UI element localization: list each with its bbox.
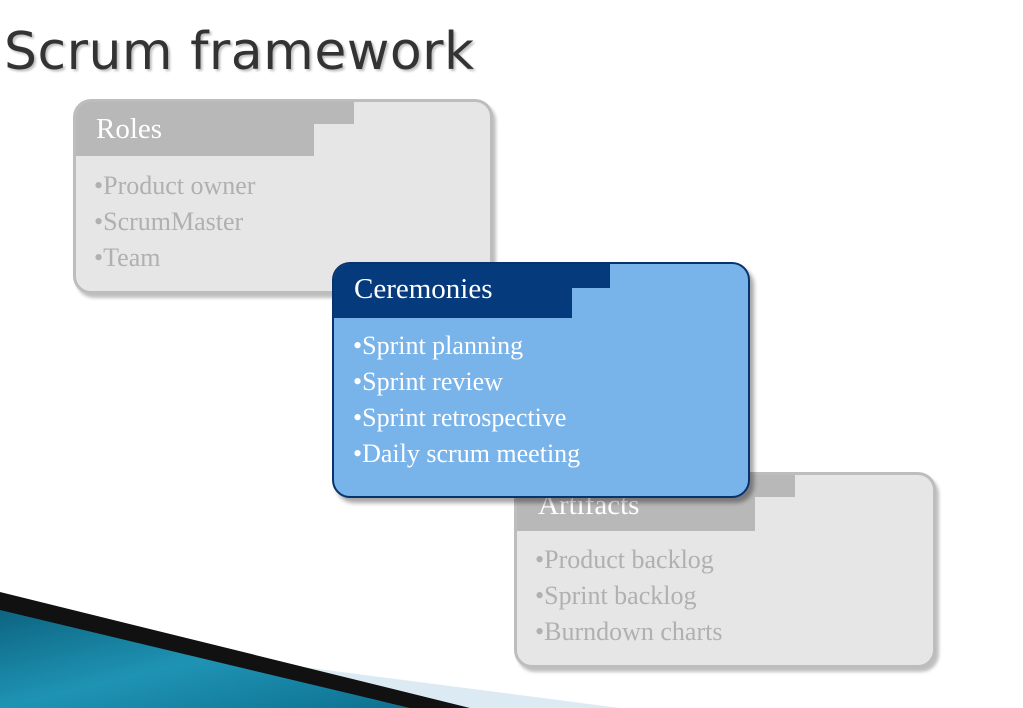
list-item-text: Burndown charts: [544, 617, 723, 646]
list-item-text: Daily scrum meeting: [362, 439, 581, 468]
list-item: •Product backlog: [535, 542, 722, 578]
list-item: •Sprint backlog: [535, 578, 722, 614]
list-item-text: Sprint planning: [362, 331, 524, 360]
bullet-marker: •: [353, 403, 363, 432]
list-item: •Sprint planning: [353, 328, 580, 364]
list-item-text: Sprint retrospective: [362, 403, 567, 432]
bullet-marker: •: [94, 243, 104, 272]
list-item: •Product owner: [94, 168, 255, 204]
bullet-marker: •: [353, 367, 363, 396]
list-item-text: Product owner: [103, 171, 256, 200]
list-item-text: Sprint backlog: [544, 581, 697, 610]
ceremonies-list: •Sprint planning •Sprint review •Sprint …: [353, 328, 580, 472]
decorative-swoosh: [0, 592, 620, 708]
ceremonies-card: Ceremonies •Sprint planning •Sprint revi…: [332, 262, 750, 498]
ceremonies-heading: Ceremonies: [334, 264, 572, 318]
artifacts-list: •Product backlog •Sprint backlog •Burndo…: [535, 542, 722, 650]
bullet-marker: •: [535, 545, 545, 574]
swoosh-dark-stroke: [0, 592, 470, 708]
list-item-text: Product backlog: [544, 545, 714, 574]
bullet-marker: •: [535, 617, 545, 646]
roles-card: Roles •Product owner •ScrumMaster •Team: [73, 99, 493, 294]
bullet-marker: •: [94, 207, 104, 236]
bullet-marker: •: [94, 171, 104, 200]
list-item: •Burndown charts: [535, 614, 722, 650]
artifacts-card: Artifacts •Product backlog •Sprint backl…: [514, 472, 936, 668]
list-item-text: ScrumMaster: [103, 207, 244, 236]
bullet-marker: •: [353, 439, 363, 468]
list-item: •Daily scrum meeting: [353, 436, 580, 472]
bullet-marker: •: [353, 331, 363, 360]
list-item: •ScrumMaster: [94, 204, 255, 240]
list-item-text: Team: [103, 243, 161, 272]
roles-list: •Product owner •ScrumMaster •Team: [94, 168, 255, 276]
list-item: •Team: [94, 240, 255, 276]
slide-title: Scrum framework: [4, 22, 475, 82]
list-item: •Sprint review: [353, 364, 580, 400]
bullet-marker: •: [535, 581, 545, 610]
list-item-text: Sprint review: [362, 367, 503, 396]
roles-heading: Roles: [76, 102, 314, 156]
list-item: •Sprint retrospective: [353, 400, 580, 436]
